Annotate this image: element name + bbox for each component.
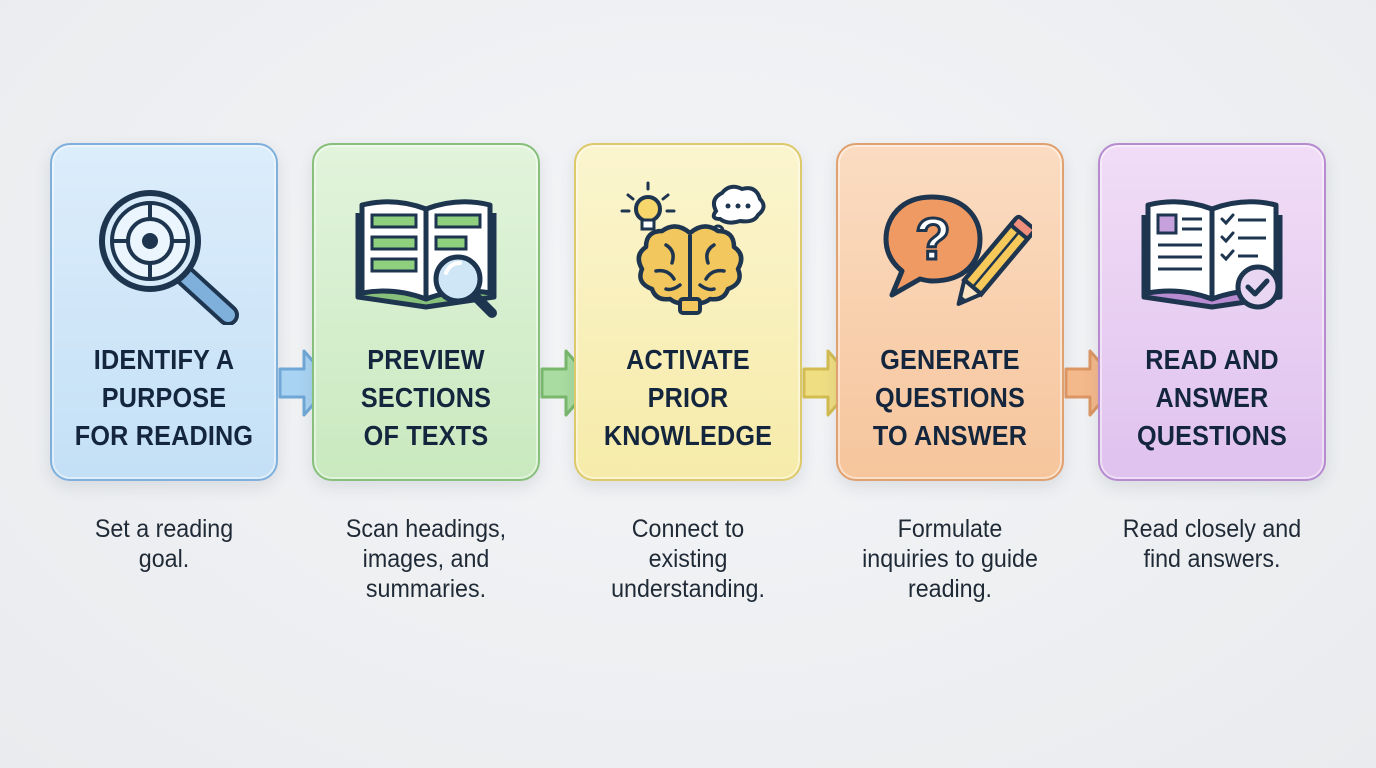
- step-title: ACTIVATE PRIOR KNOWLEDGE: [603, 344, 773, 451]
- step-generate-questions: ? GENERATE QUESTIONS TO ANSWER F: [836, 143, 1064, 603]
- step-description: Formulate inquiries to guide reading.: [862, 515, 1038, 603]
- magnifier-target-icon: [86, 175, 246, 325]
- step-description: Set a reading goal.: [94, 515, 234, 573]
- brain-lightbulb-icon: [610, 175, 770, 325]
- step-card: PREVIEW SECTIONS OF TEXTS: [312, 143, 540, 481]
- step-title: IDENTIFY A PURPOSE FOR READING: [74, 344, 254, 451]
- book-checklist-icon: [1134, 175, 1294, 325]
- step-card: ? GENERATE QUESTIONS TO ANSWER: [836, 143, 1064, 481]
- step-card: ACTIVATE PRIOR KNOWLEDGE: [574, 143, 802, 481]
- step-title: READ AND ANSWER QUESTIONS: [1136, 344, 1288, 451]
- book-magnifier-icon: [348, 175, 508, 325]
- step-card: READ AND ANSWER QUESTIONS: [1098, 143, 1326, 481]
- step-card: IDENTIFY A PURPOSE FOR READING: [50, 143, 278, 481]
- step-description: Connect to existing understanding.: [611, 515, 765, 603]
- step-description: Scan headings, images, and summaries.: [345, 515, 507, 603]
- step-title: PREVIEW SECTIONS OF TEXTS: [360, 344, 492, 451]
- step-title: GENERATE QUESTIONS TO ANSWER: [872, 344, 1028, 451]
- svg-text:?: ?: [915, 207, 950, 272]
- step-activate-knowledge: ACTIVATE PRIOR KNOWLEDGE Connect to exis…: [574, 143, 802, 603]
- step-read-and-answer: READ AND ANSWER QUESTIONS Read closely a…: [1098, 143, 1326, 573]
- step-preview-sections: PREVIEW SECTIONS OF TEXTS Scan headings,…: [312, 143, 540, 603]
- step-description: Read closely and find answers.: [1122, 515, 1302, 573]
- step-identify-purpose: IDENTIFY A PURPOSE FOR READING Set a rea…: [50, 143, 278, 573]
- question-bubble-pencil-icon: ?: [872, 175, 1032, 325]
